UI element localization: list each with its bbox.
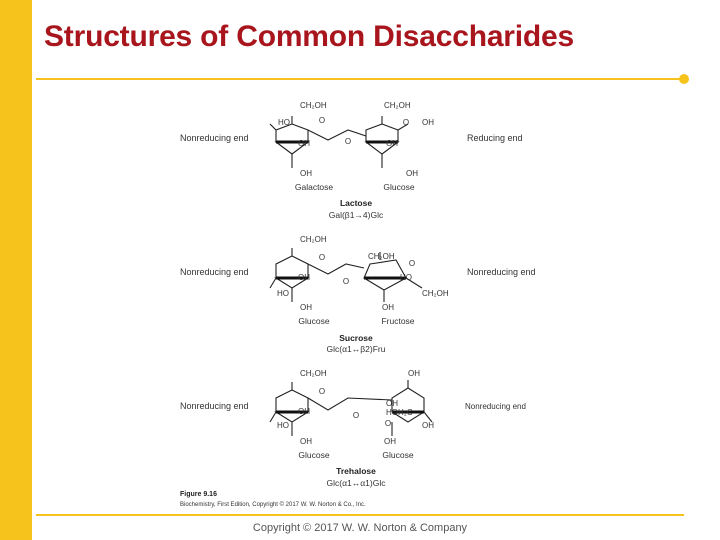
copyright-notice: Copyright © 2017 W. W. Norton & Company bbox=[252, 522, 468, 534]
lactose-galactose-ho: HO bbox=[278, 118, 290, 127]
sucrose-glucose-oh-bottom: OH bbox=[300, 303, 312, 312]
figure-credit: Biochemistry, First Edition, Copyright ©… bbox=[180, 501, 366, 508]
lactose-glucose-oh-ring: OH bbox=[386, 139, 398, 148]
trehalose-glucose2-oh-top: OH bbox=[408, 369, 420, 378]
sucrose-linkage: Glc(α1↔β2)Fru bbox=[327, 344, 386, 354]
trehalose-glucose2-oh-right: OH bbox=[422, 421, 434, 430]
trehalose-ring-o-2: O bbox=[385, 419, 391, 428]
sucrose-fructose-ch2oh-right: CH₂OH bbox=[422, 289, 449, 298]
left-accent-bar bbox=[0, 0, 32, 540]
sucrose-bridge-o: O bbox=[343, 277, 349, 286]
lactose-glycosidic-bond bbox=[307, 129, 367, 141]
lactose-unit2-name: Glucose bbox=[383, 182, 414, 192]
lactose-linkage: Gal(β1→4)Glc bbox=[329, 210, 384, 220]
sucrose-fructose-ho-ring: HO bbox=[400, 273, 412, 282]
lactose-left-label: Nonreducing end bbox=[180, 133, 249, 143]
disaccharide-figure: CH₂OH CH₂OH HO O O OH O OH OH OH OH CH₂O… bbox=[170, 92, 550, 508]
footer-divider bbox=[36, 514, 684, 516]
trehalose-right-label: Nonreducing end bbox=[465, 402, 526, 411]
trehalose-unit1-name: Glucose bbox=[298, 450, 329, 460]
lactose-unit1-name: Galactose bbox=[295, 182, 334, 192]
lactose-ring-o-1: O bbox=[319, 116, 325, 125]
trehalose-ring-o-1: O bbox=[319, 387, 325, 396]
sucrose-ring-o-1: O bbox=[319, 253, 325, 262]
sucrose-glucose-ho: HO bbox=[277, 289, 289, 298]
trehalose-glucose2-hoh2c: HOH₂C bbox=[386, 408, 413, 417]
lactose-galactose-oh-ring: OH bbox=[298, 139, 310, 148]
slide-title: Structures of Common Disaccharides bbox=[44, 20, 575, 53]
lactose-glucose-oh-top: OH bbox=[422, 118, 434, 127]
trehalose-glucose2-oh-ring: OH bbox=[386, 399, 398, 408]
lactose-glucose-ch2oh: CH₂OH bbox=[384, 101, 411, 110]
sucrose-glucose-ch2oh: CH₂OH bbox=[300, 235, 327, 244]
title-divider-dot bbox=[679, 74, 689, 84]
sucrose-fructose-oh-bottom: OH bbox=[382, 303, 394, 312]
lactose-glucose-oh-bottom: OH bbox=[406, 169, 418, 178]
sucrose-left-label: Nonreducing end bbox=[180, 267, 249, 277]
trehalose-glucose-ring-1 bbox=[269, 382, 310, 423]
lactose-bridge-o: O bbox=[345, 137, 351, 146]
lactose-galactose-ch2oh: CH₂OH bbox=[300, 101, 327, 110]
trehalose-glucose1-ho: HO bbox=[277, 421, 289, 430]
trehalose-glucose1-oh-bottom: OH bbox=[300, 437, 312, 446]
lactose-galactose-oh-bottom: OH bbox=[300, 169, 312, 178]
sucrose-right-label: Nonreducing end bbox=[467, 267, 536, 277]
sucrose-glycosidic-bond bbox=[307, 263, 365, 275]
trehalose-glucose1-oh-ring: OH bbox=[298, 407, 310, 416]
trehalose-glucose1-ch2oh: CH₂OH bbox=[300, 369, 327, 378]
sucrose-fructose-ch2oh-top: CH₂OH bbox=[368, 252, 395, 261]
trehalose-name: Trehalose bbox=[336, 466, 376, 476]
trehalose-glucose2-oh-bottom: OH bbox=[384, 437, 396, 446]
lactose-name: Lactose bbox=[340, 198, 372, 208]
sucrose-ring-o-2: O bbox=[409, 259, 415, 268]
sucrose-glucose-oh-ring: OH bbox=[298, 273, 310, 282]
sucrose-glucose-ring bbox=[269, 248, 310, 289]
trehalose-bridge-o: O bbox=[353, 411, 359, 420]
sucrose-unit1-name: Glucose bbox=[298, 316, 329, 326]
lactose-right-label: Reducing end bbox=[467, 133, 523, 143]
title-divider bbox=[36, 78, 682, 80]
trehalose-glycosidic-bond bbox=[307, 397, 393, 411]
trehalose-left-label: Nonreducing end bbox=[180, 401, 249, 411]
sucrose-name: Sucrose bbox=[339, 333, 373, 343]
lactose-glucose-ring bbox=[364, 116, 409, 155]
trehalose-linkage: Glc(α1↔α1)Glc bbox=[327, 478, 387, 488]
trehalose-unit2-name: Glucose bbox=[382, 450, 413, 460]
disaccharide-structures-svg: CH₂OH CH₂OH HO O O OH O OH OH OH OH CH₂O… bbox=[180, 101, 536, 508]
sucrose-fructose-ring bbox=[363, 252, 423, 291]
lactose-ring-o-2: O bbox=[403, 118, 409, 127]
figure-label: Figure 9.16 bbox=[180, 491, 217, 498]
sucrose-unit2-name: Fructose bbox=[381, 316, 414, 326]
